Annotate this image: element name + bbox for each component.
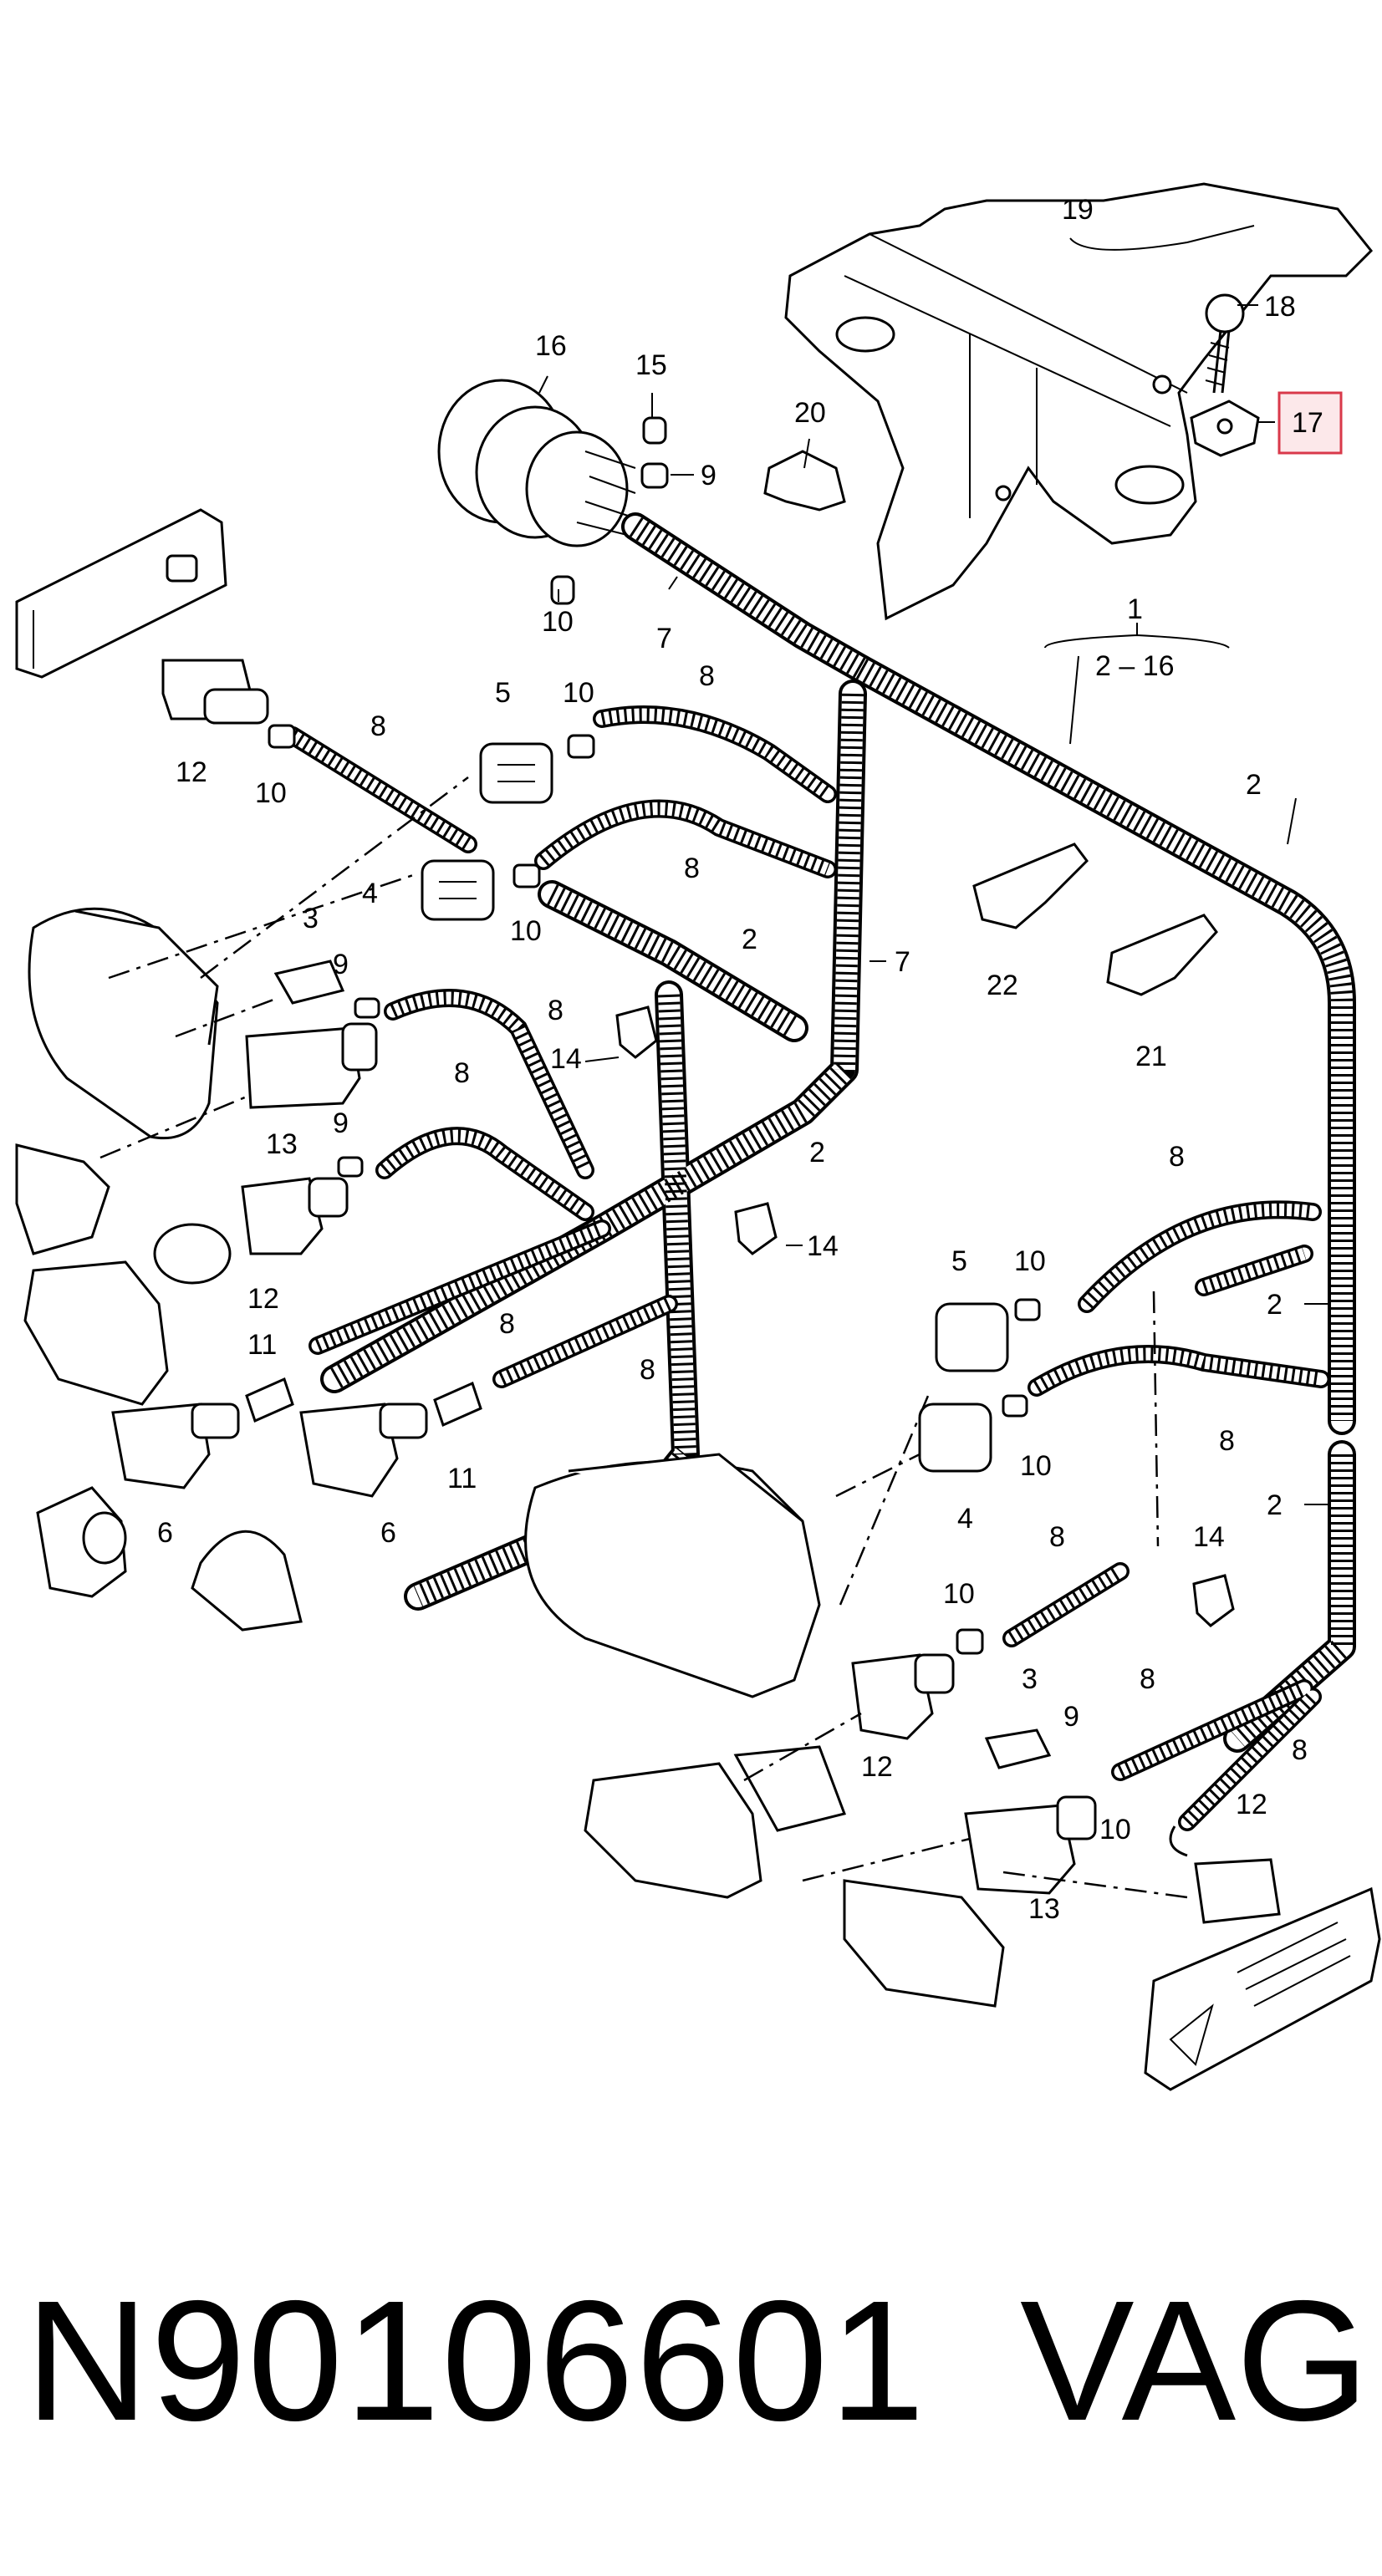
callout-10: 10 [542, 606, 574, 638]
callout-14: 14 [1193, 1521, 1225, 1553]
callout-labels: 19 18 17 16 15 9 20 10 7 1 2 – 16 2 12 1… [157, 194, 1323, 1925]
clip-nut [1190, 400, 1260, 457]
callout-8: 8 [1169, 1141, 1185, 1173]
wiring-harness [320, 512, 1356, 1753]
caps [550, 416, 846, 605]
callout-8: 8 [1049, 1521, 1065, 1553]
callout-4: 4 [362, 878, 378, 909]
callout-10: 10 [1020, 1450, 1052, 1482]
callout-14: 14 [807, 1230, 839, 1262]
callout-12: 12 [861, 1751, 893, 1783]
part-17-highlight-box [1277, 391, 1343, 455]
callout-16: 16 [535, 330, 567, 362]
callout-5: 5 [495, 677, 511, 709]
callout-2: 2 [742, 924, 757, 955]
callout-10: 10 [563, 677, 594, 709]
callout-1: 1 [1127, 593, 1143, 625]
callout-11: 11 [447, 1463, 477, 1494]
callout-7: 7 [895, 946, 910, 978]
callout-8: 8 [1292, 1734, 1308, 1766]
part-number: N90106601 [25, 2265, 927, 2456]
callout-2: 2 [1267, 1489, 1283, 1521]
callout-8: 8 [548, 995, 564, 1026]
callout-6: 6 [157, 1517, 173, 1549]
leader-lines [99, 623, 1230, 1899]
callout-20: 20 [794, 397, 826, 429]
callout-9: 9 [333, 949, 349, 980]
callout-13: 13 [1028, 1893, 1060, 1925]
callout-2: 2 [1246, 769, 1262, 801]
callout-5: 5 [951, 1245, 967, 1277]
callout-7: 7 [656, 623, 672, 654]
callout-19: 19 [1062, 194, 1094, 226]
screw [1205, 293, 1245, 394]
callout-2-16: 2 – 16 [1095, 650, 1175, 682]
callout-10: 10 [1099, 1814, 1131, 1845]
callout-17: 17 [1292, 407, 1323, 439]
callout-14: 14 [550, 1043, 582, 1075]
callout-3: 3 [1022, 1663, 1038, 1695]
callout-10: 10 [510, 915, 542, 947]
callout-8: 8 [699, 660, 715, 692]
callout-12: 12 [1236, 1789, 1267, 1820]
callout-8: 8 [454, 1057, 470, 1089]
callout-18: 18 [1264, 291, 1296, 323]
callout-9: 9 [1063, 1701, 1079, 1733]
callout-8: 8 [1219, 1425, 1235, 1457]
callout-9: 9 [701, 460, 716, 491]
callout-12: 12 [176, 756, 207, 788]
brand-name: VAG [1020, 2265, 1369, 2456]
connectors [111, 659, 1281, 1924]
callout-2: 2 [809, 1137, 825, 1168]
callout-leaders [538, 225, 1329, 1505]
callout-3: 3 [303, 903, 319, 934]
lamps [15, 508, 1381, 2091]
callout-22: 22 [987, 970, 1018, 1001]
callout-10: 10 [1014, 1245, 1046, 1277]
callout-8: 8 [499, 1308, 515, 1340]
branch-wires [283, 705, 1330, 1831]
callout-6: 6 [380, 1517, 396, 1549]
part-footer: N90106601 VAG [25, 2257, 1369, 2466]
callout-12: 12 [247, 1283, 279, 1315]
callout-15: 15 [635, 349, 667, 381]
callout-4: 4 [957, 1503, 973, 1535]
callout-10: 10 [255, 777, 287, 809]
parts-diagram: 19 18 17 16 15 9 20 10 7 1 2 – 16 2 12 1… [15, 182, 1381, 2091]
callout-21: 21 [1135, 1041, 1167, 1072]
carrier-bracket [784, 182, 1374, 621]
callout-8: 8 [684, 853, 700, 884]
callout-11: 11 [247, 1329, 277, 1361]
callout-8: 8 [370, 710, 386, 742]
callout-10: 10 [943, 1578, 975, 1610]
callout-13: 13 [266, 1128, 298, 1160]
bulkhead-connector [437, 379, 636, 547]
callout-8: 8 [1140, 1663, 1155, 1695]
callout-8: 8 [640, 1354, 655, 1386]
callout-2: 2 [1267, 1289, 1283, 1321]
callout-9: 9 [333, 1107, 349, 1139]
